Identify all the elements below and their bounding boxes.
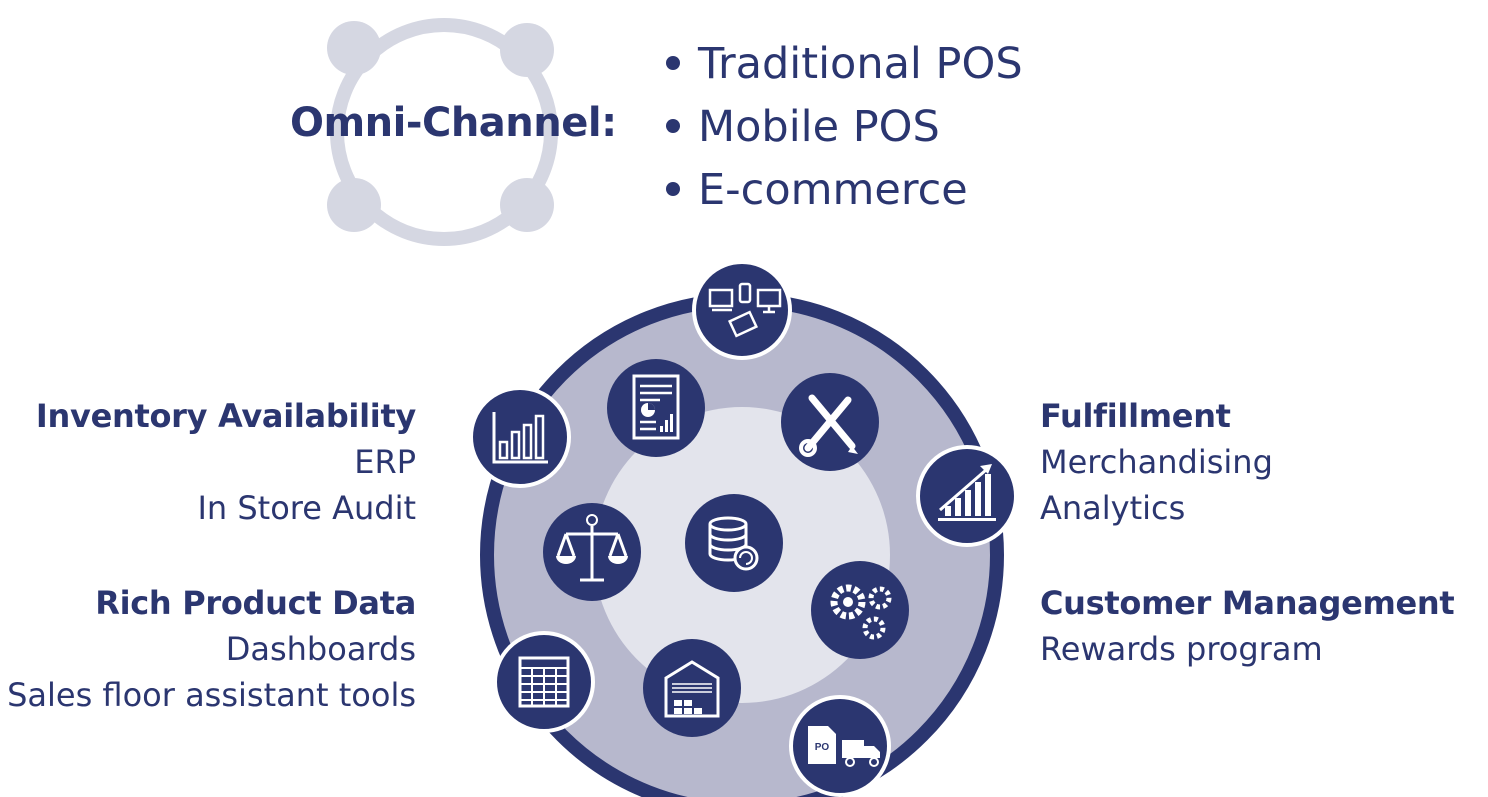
bar-chart-icon	[469, 386, 571, 488]
feature-fulfillment: Fulfillment Merchandising Analytics	[1040, 393, 1273, 531]
balance-scale-icon	[543, 503, 641, 601]
feature-item: Merchandising	[1040, 443, 1273, 481]
feature-item: Analytics	[1040, 489, 1186, 527]
channel-item: E-commerce	[666, 159, 1023, 222]
feature-item: ERP	[354, 443, 416, 481]
tools-icon	[781, 373, 879, 471]
channel-item: Mobile POS	[666, 96, 1023, 159]
report-document-icon	[607, 359, 705, 457]
feature-wheel: PO	[469, 260, 1018, 797]
feature-item: Dashboards	[225, 630, 416, 668]
feature-rich-product-data: Rich Product Data Dashboards Sales floor…	[7, 580, 416, 718]
feature-title: Customer Management	[1040, 584, 1455, 622]
feature-title: Rich Product Data	[95, 584, 416, 622]
purchase-order-truck-icon: PO	[789, 695, 891, 797]
feature-title: Inventory Availability	[35, 397, 416, 435]
devices-icon	[692, 260, 792, 360]
bullet-icon	[666, 181, 680, 196]
growth-chart-icon	[916, 445, 1018, 547]
feature-customer-management: Customer Management Rewards program	[1040, 580, 1455, 672]
omni-channel-label: Omni-Channel:	[290, 100, 617, 146]
channel-item: Traditional POS	[666, 33, 1023, 96]
po-label: PO	[815, 742, 830, 753]
feature-title: Fulfillment	[1040, 397, 1231, 435]
spreadsheet-icon	[493, 631, 595, 733]
database-sync-icon	[685, 494, 783, 592]
feature-inventory-availability: Inventory Availability ERP In Store Audi…	[36, 393, 416, 531]
omni-channel-ring-icon	[327, 18, 558, 246]
feature-item: Rewards program	[1040, 630, 1323, 668]
bullet-icon	[666, 55, 680, 70]
gears-icon	[811, 561, 909, 659]
warehouse-icon	[643, 639, 741, 737]
bullet-icon	[666, 118, 680, 133]
feature-item: Sales floor assistant tools	[7, 676, 416, 714]
channel-list: Traditional POS Mobile POS E-commerce	[666, 33, 1023, 222]
feature-item: In Store Audit	[197, 489, 416, 527]
